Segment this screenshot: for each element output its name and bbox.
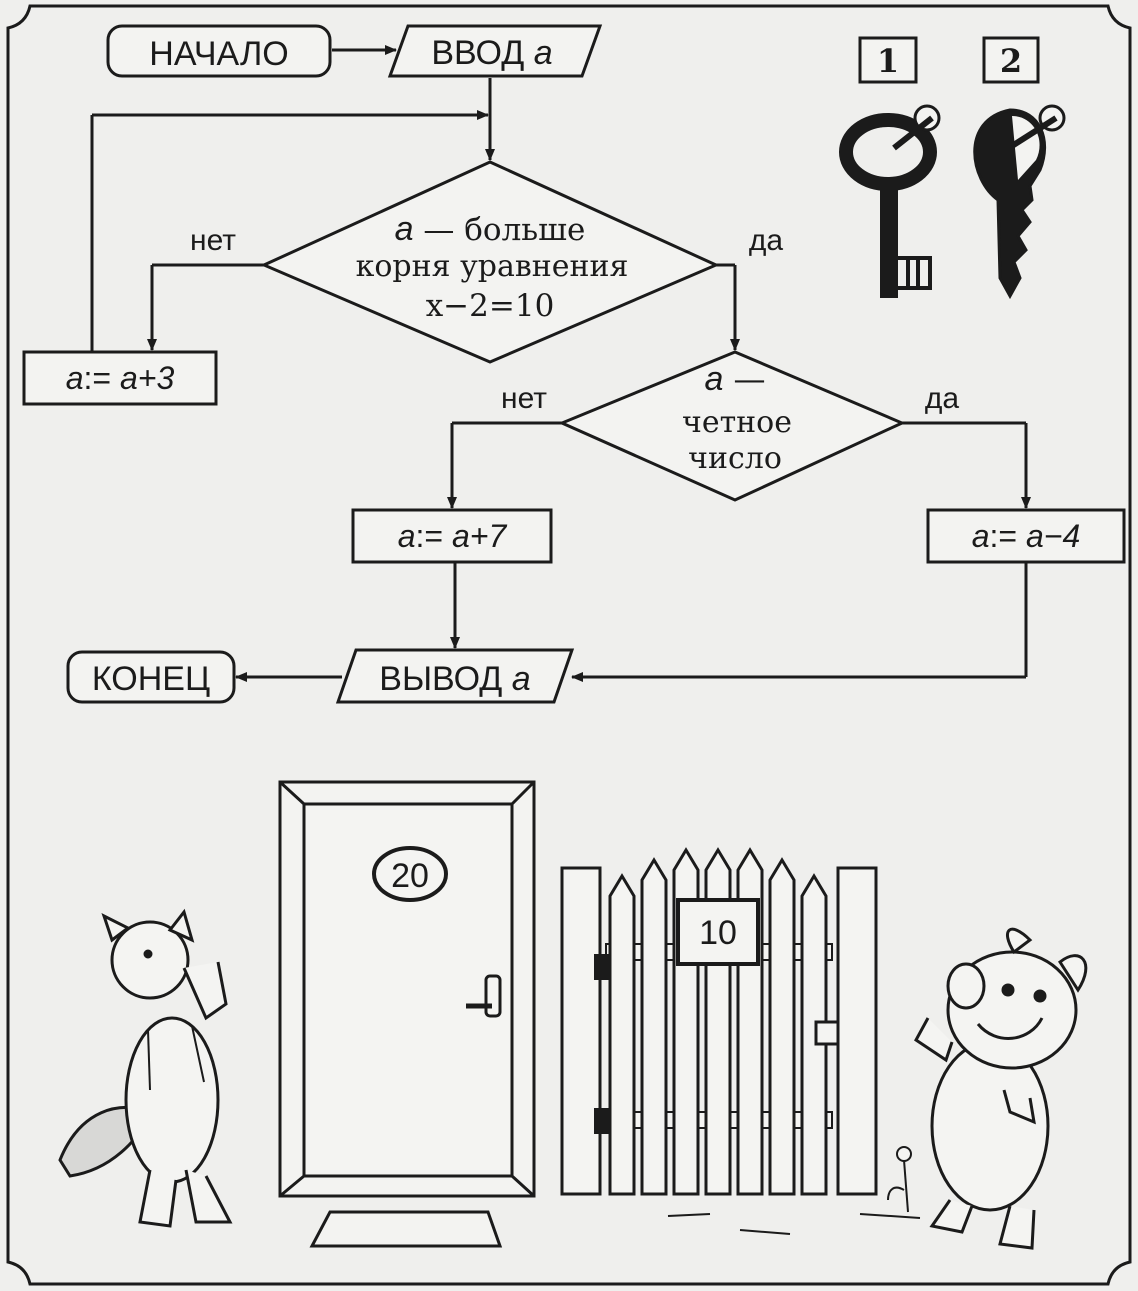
end-block: КОНЕЦ <box>68 652 234 702</box>
step-a-plus-7: a:= a+7 <box>353 510 551 562</box>
step-plus3-op: := <box>84 360 120 396</box>
cond2-line2: четное <box>682 405 792 440</box>
wolf-character <box>60 912 230 1226</box>
input-block: ВВОД a <box>390 26 600 76</box>
step-a-plus-3: a:= a+3 <box>24 352 216 404</box>
connector-lines <box>92 50 1026 677</box>
cond1-variable: a <box>395 210 414 248</box>
cond2-no-label: нет <box>501 382 547 415</box>
condition-even-number: a — четное число нет да <box>501 352 959 500</box>
cond2-line1: — <box>723 360 765 398</box>
door-number: 20 <box>391 857 429 895</box>
key-1-group: 1 <box>846 38 939 298</box>
step-plus7-expr: a+7 <box>452 518 507 554</box>
step-minus4-op: := <box>990 518 1026 554</box>
key-2-group: 2 <box>975 38 1064 296</box>
input-label: ВВОД <box>431 34 524 72</box>
cond1-yes-label: да <box>749 224 784 257</box>
input-variable: a <box>534 34 553 72</box>
step-plus7-op: := <box>416 518 452 554</box>
step-minus4-var: a <box>972 518 990 554</box>
svg-text:a —: a — <box>704 360 765 398</box>
svg-text:ВВОД a: ВВОД a <box>431 34 552 72</box>
start-label: НАЧАЛО <box>149 35 288 73</box>
output-label: ВЫВОД <box>379 660 502 698</box>
pig-character <box>916 929 1086 1248</box>
svg-text:a:= a+3: a:= a+3 <box>66 360 175 396</box>
output-block: ВЫВОД a <box>338 650 572 702</box>
cond1-no-label: нет <box>190 224 236 257</box>
end-label: КОНЕЦ <box>92 660 210 698</box>
condition-greater-than-root: a — больше корня уравнения x−2=10 нет да <box>190 162 783 362</box>
svg-text:a — больше: a — больше <box>395 210 586 248</box>
gate-latch-icon <box>816 1022 838 1044</box>
step-plus7-var: a <box>398 518 416 554</box>
ground-marks <box>668 1214 920 1234</box>
key-2-icon <box>975 106 1064 296</box>
step-plus3-var: a <box>66 360 84 396</box>
svg-text:ВЫВОД a: ВЫВОД a <box>379 660 530 698</box>
cond2-line3: число <box>688 441 782 476</box>
door: 20 <box>280 782 534 1246</box>
cond2-yes-label: да <box>925 382 960 415</box>
cond1-line3: x−2=10 <box>426 288 555 324</box>
cond1-line2: корня уравнения <box>356 249 629 284</box>
door-handle-icon <box>486 976 500 1016</box>
step-a-minus-4: a:= a−4 <box>928 510 1124 562</box>
cond2-variable: a <box>704 360 723 398</box>
key-1-label: 1 <box>877 42 899 80</box>
start-block: НАЧАЛО <box>108 26 330 76</box>
output-variable: a <box>512 660 531 698</box>
step-minus4-expr: a−4 <box>1026 518 1080 554</box>
gate: 10 <box>562 850 876 1194</box>
step-plus3-expr: a+3 <box>120 360 174 396</box>
flower-icon <box>888 1147 911 1212</box>
key-2-label: 2 <box>1000 42 1022 80</box>
door-mat <box>312 1212 500 1246</box>
key-1-icon <box>846 106 939 298</box>
cond1-line1: — больше <box>414 212 586 248</box>
gate-number: 10 <box>699 914 737 952</box>
svg-text:a:= a+7: a:= a+7 <box>398 518 508 554</box>
svg-text:a:= a−4: a:= a−4 <box>972 518 1081 554</box>
